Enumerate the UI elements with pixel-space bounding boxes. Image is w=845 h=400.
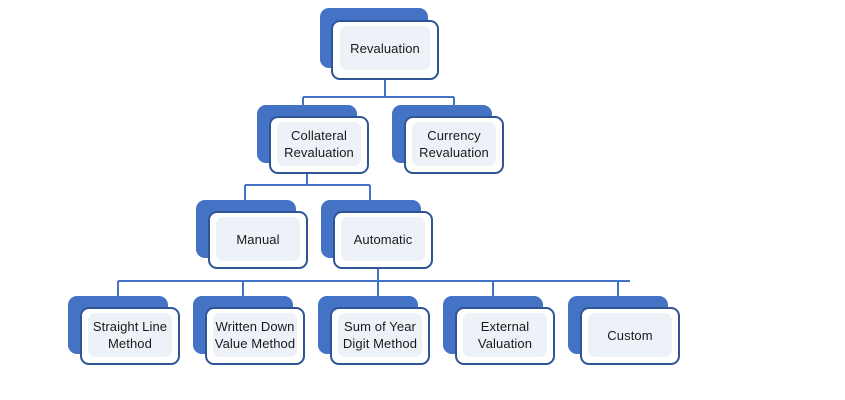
- node-card-currency-revaluation[interactable]: Currency Revaluation: [404, 116, 504, 174]
- node-fill-revaluation: Revaluation: [340, 26, 430, 70]
- node-label-currency-revaluation: Currency Revaluation: [419, 128, 489, 160]
- node-label-external-valuation: External Valuation: [477, 319, 533, 351]
- node-fill-automatic: Automatic: [341, 217, 425, 261]
- node-card-collateral-revaluation[interactable]: Collateral Revaluation: [269, 116, 369, 174]
- node-label-collateral-revaluation: Collateral Revaluation: [284, 128, 354, 160]
- node-label-revaluation: Revaluation: [350, 40, 420, 56]
- node-fill-external-valuation: External Valuation: [463, 313, 547, 357]
- node-label-automatic: Automatic: [353, 231, 413, 247]
- node-card-external-valuation[interactable]: External Valuation: [455, 307, 555, 365]
- node-fill-sum-of-year-digit-method: Sum of Year Digit Method: [338, 313, 422, 357]
- node-fill-manual: Manual: [216, 217, 300, 261]
- node-card-sum-of-year-digit-method[interactable]: Sum of Year Digit Method: [330, 307, 430, 365]
- node-fill-custom: Custom: [588, 313, 672, 357]
- node-label-manual: Manual: [236, 231, 280, 247]
- node-fill-written-down-value-method: Written Down Value Method: [213, 313, 297, 357]
- node-label-written-down-value-method: Written Down Value Method: [214, 319, 296, 351]
- node-label-custom: Custom: [607, 327, 653, 343]
- node-fill-currency-revaluation: Currency Revaluation: [412, 122, 496, 166]
- node-card-manual[interactable]: Manual: [208, 211, 308, 269]
- node-card-straight-line-method[interactable]: Straight Line Method: [80, 307, 180, 365]
- node-label-straight-line-method: Straight Line Method: [92, 319, 168, 351]
- node-card-written-down-value-method[interactable]: Written Down Value Method: [205, 307, 305, 365]
- node-card-custom[interactable]: Custom: [580, 307, 680, 365]
- node-fill-straight-line-method: Straight Line Method: [88, 313, 172, 357]
- node-fill-collateral-revaluation: Collateral Revaluation: [277, 122, 361, 166]
- node-label-sum-of-year-digit-method: Sum of Year Digit Method: [342, 319, 418, 351]
- node-card-automatic[interactable]: Automatic: [333, 211, 433, 269]
- node-card-revaluation[interactable]: Revaluation: [331, 20, 439, 80]
